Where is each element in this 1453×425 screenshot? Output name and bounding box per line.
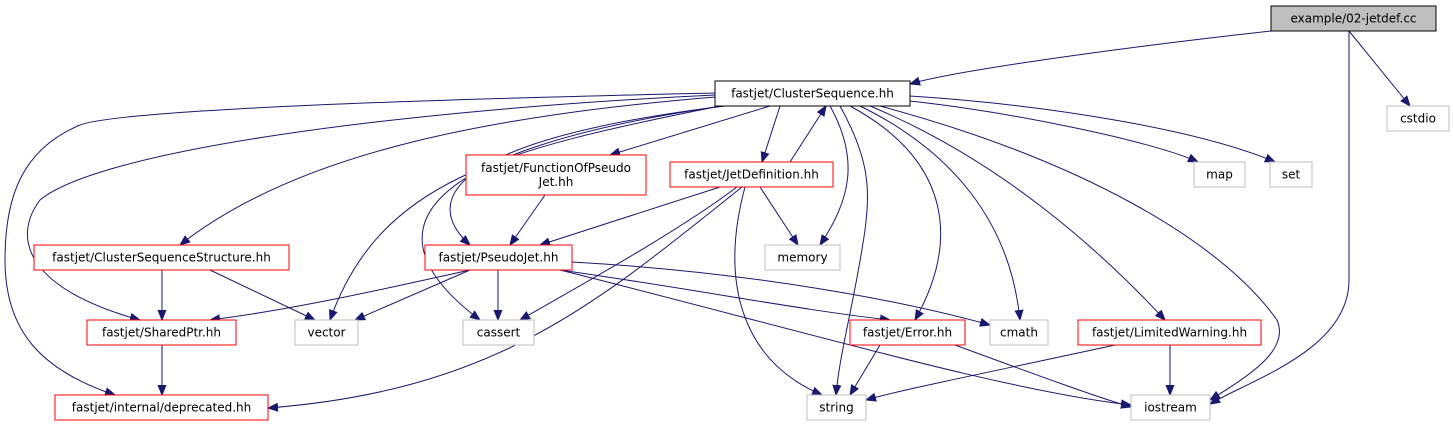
- node-box: [86, 319, 237, 346]
- node-dep[interactable]: fastjet/internal/deprecated.hh: [54, 394, 269, 421]
- edge-cs-iostream: [879, 105, 1280, 400]
- node-box: [849, 319, 966, 346]
- node-label: string: [819, 401, 853, 415]
- node-box: [54, 394, 269, 421]
- node-label: fastjet/ClusterSequenceStructure.hh: [52, 251, 271, 265]
- node-label: map: [1206, 168, 1233, 182]
- node-box: [806, 394, 867, 421]
- edge-cs-dep: [4, 92, 716, 395]
- node-label: cstdio: [1400, 112, 1436, 126]
- node-box: [1386, 105, 1450, 132]
- edge-jd-memory: [759, 186, 798, 245]
- node-box: [1269, 161, 1313, 188]
- node-box: [1130, 394, 1211, 421]
- node-label: vector: [307, 326, 345, 340]
- edge-root-iostream: [1210, 31, 1350, 404]
- nodes-layer: example/02-jetdef.cc fastjet/ClusterSeque…: [33, 5, 1450, 421]
- node-sp[interactable]: fastjet/SharedPtr.hh: [86, 319, 237, 346]
- edge-jd-dep: [268, 186, 743, 408]
- edge-err-iostream: [954, 344, 1131, 407]
- edge-cs-string: [836, 105, 868, 395]
- node-label: example/02-jetdef.cc: [1290, 12, 1416, 26]
- node-box: [764, 244, 841, 271]
- node-label: fastjet/SharedPtr.hh: [102, 326, 221, 340]
- node-label: fastjet/internal/deprecated.hh: [72, 401, 251, 415]
- node-label: iostream: [1144, 401, 1197, 415]
- node-label: Jet.hh: [538, 175, 574, 189]
- edge-cs-css: [180, 96, 716, 245]
- node-string: string: [806, 394, 867, 421]
- node-label: fastjet/FunctionOfPseudo: [481, 161, 631, 175]
- node-box: [1270, 5, 1437, 32]
- node-label: fastjet/JetDefinition.hh: [684, 168, 819, 182]
- node-label: cmath: [1000, 326, 1038, 340]
- edge-root-cstdio: [1348, 30, 1410, 106]
- edge-jd-string: [734, 186, 822, 395]
- node-label: memory: [777, 251, 827, 265]
- node-iostream: iostream: [1130, 394, 1211, 421]
- node-box: [424, 244, 573, 271]
- node-cmath: cmath: [989, 319, 1049, 346]
- edge-fop-pj: [510, 194, 546, 245]
- edge-cs-memory: [820, 105, 849, 245]
- node-box: [714, 80, 911, 107]
- node-css[interactable]: fastjet/ClusterSequenceStructure.hh: [33, 244, 290, 271]
- edge-cs-fop: [610, 105, 771, 155]
- node-vector: vector: [294, 319, 359, 346]
- node-box: [1193, 161, 1246, 188]
- node-box: [294, 319, 359, 346]
- edge-pj-err: [559, 269, 890, 320]
- node-cstdio: cstdio: [1386, 105, 1450, 132]
- node-jd[interactable]: fastjet/JetDefinition.hh: [669, 161, 834, 188]
- node-map: map: [1193, 161, 1246, 188]
- edge-pj-sp: [210, 269, 471, 320]
- edge-cs-lw: [869, 105, 1165, 320]
- edge-jd-cassert: [520, 186, 738, 320]
- node-label: fastjet/ClusterSequence.hh: [731, 87, 894, 101]
- node-box: [465, 154, 647, 196]
- node-box: [462, 319, 535, 346]
- edge-jd-pj: [540, 186, 721, 245]
- edge-pj-iostream: [559, 269, 1131, 405]
- edge-cs-set: [909, 95, 1275, 162]
- edge-cs-jd: [762, 105, 781, 162]
- node-root[interactable]: example/02-jetdef.cc: [1270, 5, 1437, 32]
- edge-err-string: [850, 344, 881, 395]
- edge-pj-cmath: [571, 261, 990, 325]
- node-pj[interactable]: fastjet/PseudoJet.hh: [424, 244, 573, 271]
- edge-cs-vector: [330, 105, 721, 320]
- edge-cs-cmath: [859, 105, 1020, 320]
- node-box: [669, 161, 834, 188]
- edge-lw-string: [866, 344, 1116, 400]
- node-cs[interactable]: fastjet/ClusterSequence.hh: [714, 80, 911, 107]
- edge-cs-sp: [26, 94, 716, 320]
- edge-jd-cs: [789, 106, 826, 163]
- node-box: [1077, 319, 1262, 346]
- node-label: set: [1282, 168, 1301, 182]
- edges-layer: [4, 30, 1410, 408]
- edge-pj-vector: [355, 269, 471, 320]
- node-box: [989, 319, 1049, 346]
- edge-root-cs: [910, 30, 1272, 84]
- node-box: [33, 244, 290, 271]
- node-label: cassert: [477, 326, 521, 340]
- node-set: set: [1269, 161, 1313, 188]
- edge-css-vector: [209, 269, 315, 320]
- edge-cs-err: [849, 105, 942, 320]
- node-label: fastjet/Error.hh: [863, 326, 952, 340]
- node-label: fastjet/PseudoJet.hh: [439, 251, 559, 265]
- node-err[interactable]: fastjet/Error.hh: [849, 319, 966, 346]
- node-lw[interactable]: fastjet/LimitedWarning.hh: [1077, 319, 1262, 346]
- node-cassert: cassert: [462, 319, 535, 346]
- edge-cs-map: [899, 99, 1198, 162]
- node-label: fastjet/LimitedWarning.hh: [1092, 326, 1247, 340]
- node-memory: memory: [764, 244, 841, 271]
